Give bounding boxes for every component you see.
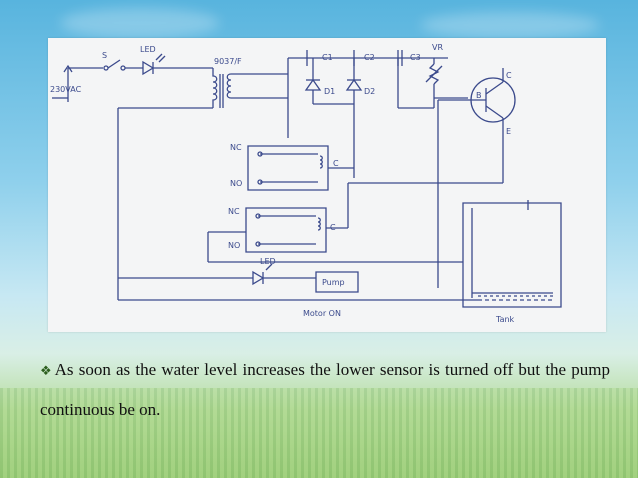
cloud (420, 12, 600, 38)
grass-field (0, 388, 638, 478)
transistor: C B E (468, 68, 515, 138)
switch: S (102, 51, 125, 70)
c2-label: C2 (364, 53, 375, 62)
relay1-c-label: C (333, 159, 339, 168)
relay-2: NC NO C (228, 207, 336, 252)
relay2-no-label: NO (228, 241, 240, 250)
supply-label: 230VAC (50, 85, 82, 94)
bullet-text: As soon as the water level increases the… (40, 360, 611, 419)
led-bottom: LED (253, 257, 276, 284)
capacitor-c1: C1 (307, 50, 333, 68)
capacitor-c3: C3 (398, 50, 421, 66)
transistor-c-label: C (506, 71, 512, 80)
led-top: LED (140, 45, 165, 74)
relay1-no-label: NO (230, 179, 242, 188)
d2-label: D2 (364, 87, 375, 96)
transformer-label: 9037/F (214, 57, 242, 66)
diode-d2: D2 (347, 58, 375, 104)
circuit-svg: 230VAC S LED 9037/F (50, 43, 606, 324)
switch-label: S (102, 51, 107, 60)
c1-label: C1 (322, 53, 333, 62)
led-bottom-label: LED (260, 257, 276, 266)
ac-supply: 230VAC (50, 66, 82, 102)
pump: Pump (316, 272, 358, 292)
relay1-nc-label: NC (230, 143, 242, 152)
vr-label: VR (432, 43, 443, 52)
variable-resistor: VR (426, 43, 443, 84)
diagram-caption: Motor ON (303, 309, 341, 318)
circuit-diagram: 230VAC S LED 9037/F (48, 38, 606, 332)
d1-label: D1 (324, 87, 335, 96)
relay-1: NC NO C (230, 143, 339, 190)
bullet-point: ❖As soon as the water level increases th… (40, 350, 610, 429)
relay2-nc-label: NC (228, 207, 240, 216)
c3-label: C3 (410, 53, 421, 62)
pump-label: Pump (322, 278, 345, 287)
tank: Tank (463, 200, 561, 324)
transformer: 9037/F (213, 57, 242, 108)
diode-d1: D1 (306, 68, 335, 104)
diamond-bullet-icon: ❖ (40, 363, 53, 378)
tank-label: Tank (495, 315, 515, 324)
led-top-label: LED (140, 45, 156, 54)
transistor-e-label: E (506, 127, 511, 136)
transistor-b-label: B (476, 91, 482, 100)
cloud (60, 8, 220, 38)
